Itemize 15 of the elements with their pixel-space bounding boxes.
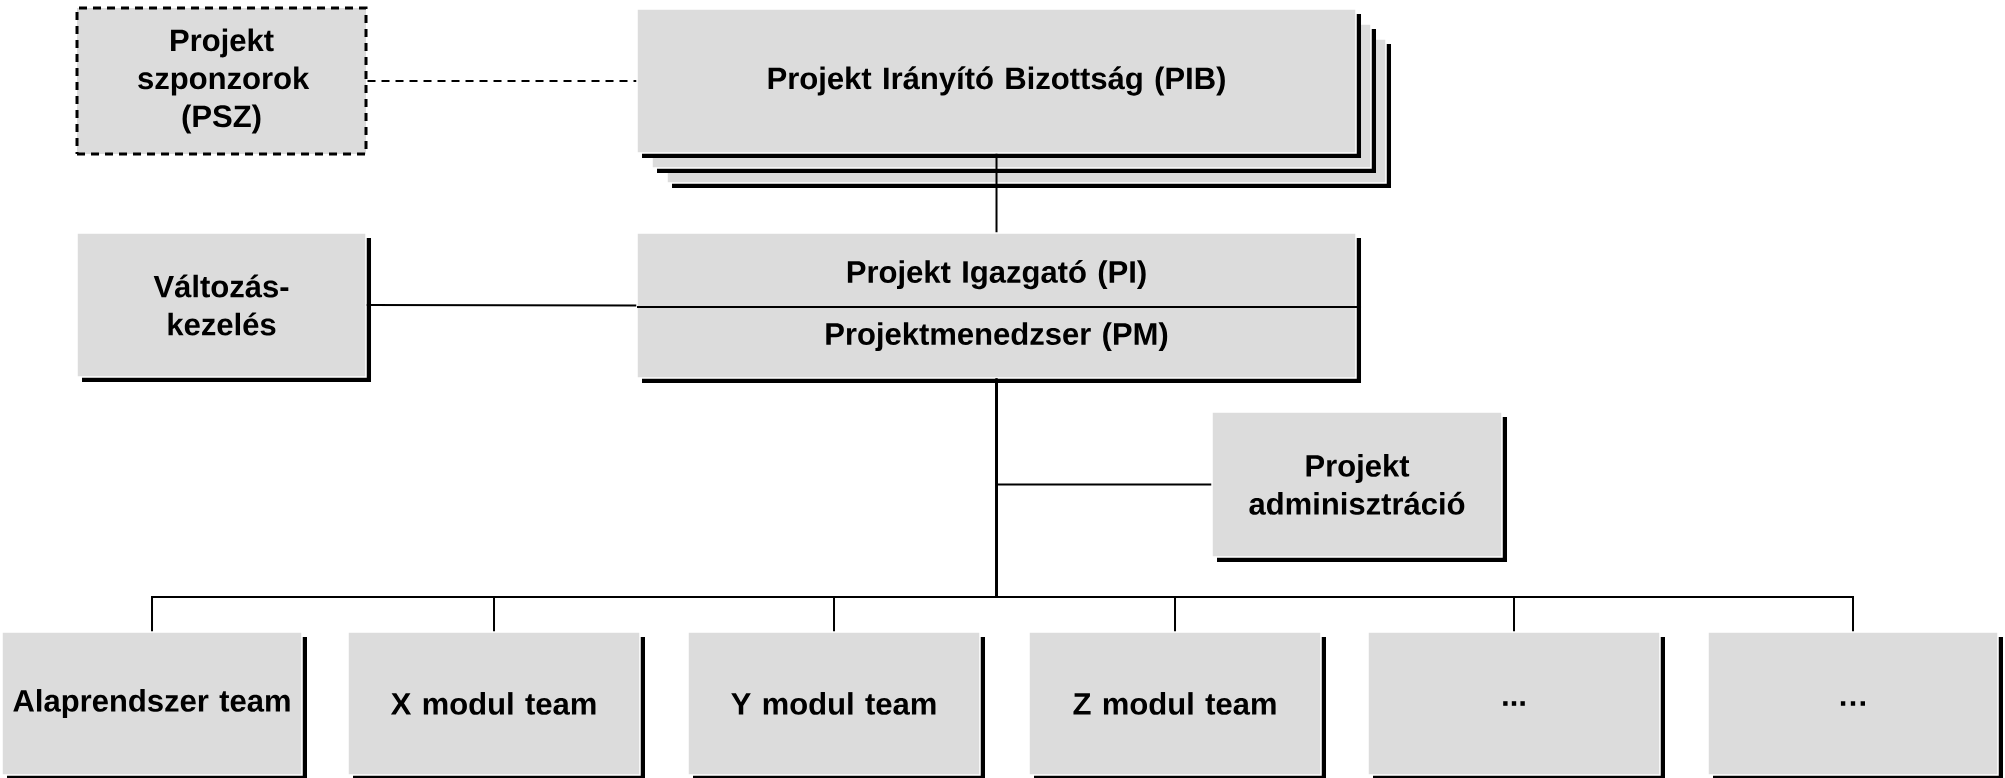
box: Projekt Igazgató (PI) Projektmenedzser (PM) (636, 232, 1362, 383)
connector-line (995, 377, 1854, 633)
box: ... (1367, 631, 1665, 778)
box: Alaprendszer team (1, 631, 307, 778)
box: Z modul team (1028, 631, 1326, 778)
box: X modul team (347, 631, 645, 778)
dashed-box: Projekt szponzorok (PSZ) (75, 6, 368, 156)
box: Y modul team (687, 631, 985, 778)
box: … (1707, 631, 2003, 778)
stacked-box: Projekt Irányító Bizottság (PIB) (636, 8, 1391, 188)
box: Változás-kezelés (76, 232, 371, 382)
connector-line (995, 152, 998, 234)
box: Projekt adminisztráció (1211, 411, 1507, 562)
connector-line (366, 80, 638, 82)
connector-line (365, 304, 638, 307)
